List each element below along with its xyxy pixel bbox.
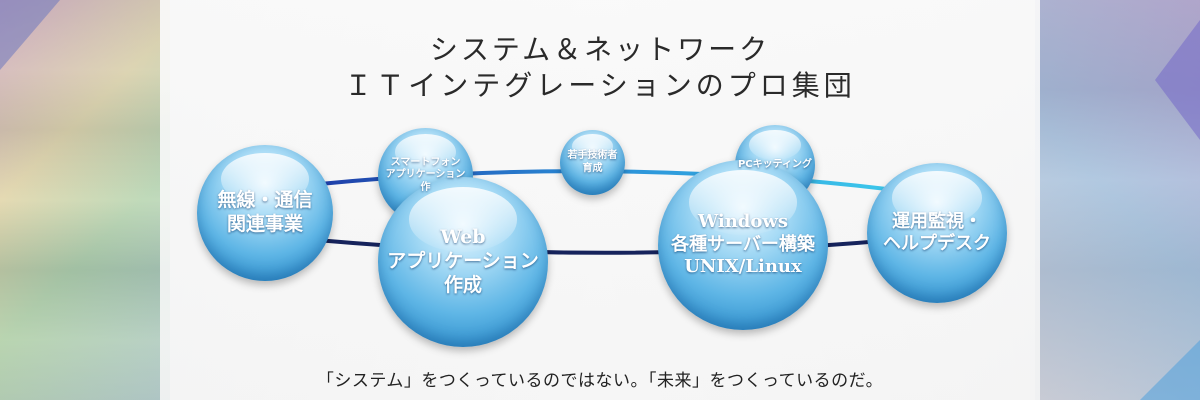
bubble-label: 若手技術者 育成 [567,150,618,174]
bubble-label: PCキッティング [737,158,813,170]
bubble-server-build[interactable]: Windows 各種サーバー構築 UNIX/Linux [658,160,828,330]
bubble-label: スマートフォン アプリケーション 作 [385,156,466,193]
bubble-young-engineers[interactable]: 若手技術者 育成 [560,130,625,195]
bubble-label: Web アプリケーション 作成 [387,226,539,296]
bubble-label: 無線・通信 関連事業 [217,189,313,235]
bubble-wireless[interactable]: 無線・通信 関連事業 [197,145,333,281]
tagline: 「システム」をつくっているのではない。「未来」をつくっているのだ。 [316,371,884,391]
headline-line1: システム＆ネットワーク [429,33,771,66]
bubble-label: 運用監視・ ヘルプデスク [883,210,991,255]
bubble-web-apps[interactable]: Web アプリケーション 作成 [378,177,548,347]
decorative-wedge [1140,340,1200,400]
headline-line2: ＩＴインテグレーションのプロ集団 [344,69,856,102]
bottom-ring-link [264,233,936,255]
bubble-label: Windows 各種サーバー構築 UNIX/Linux [671,211,815,278]
bubble-monitoring-helpdesk[interactable]: 運用監視・ ヘルプデスク [867,163,1007,303]
decorative-wedge [0,0,60,70]
decorative-wedge [1155,20,1200,140]
